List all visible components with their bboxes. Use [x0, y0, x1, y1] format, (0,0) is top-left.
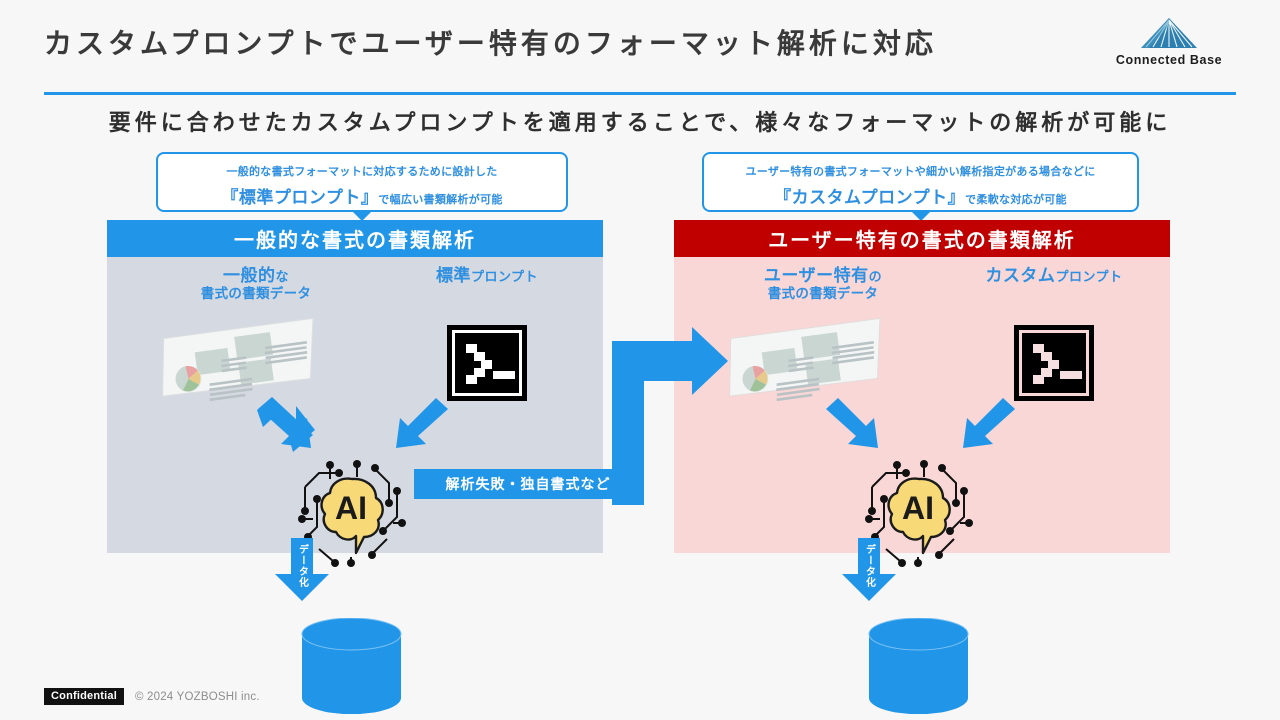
data-conversion-arrow-label-wrap: データ化	[840, 538, 898, 602]
ai-brain-circuit-icon: AI	[865, 460, 973, 567]
panel-left-body: 一般的な 書式の書類データ	[107, 257, 603, 567]
database-cylinder-icon	[301, 618, 402, 714]
title-divider	[44, 92, 1236, 95]
ai-brain-label: AI	[902, 490, 934, 526]
panel-right-prompt-label-big: カスタムプロンプト	[985, 266, 1123, 285]
panel-right-prompt-label: カスタムプロンプト	[964, 265, 1144, 286]
callout-left-line1: 一般的な書式フォーマットに対応するために設計した	[226, 166, 498, 178]
callout-left-pointer	[351, 210, 373, 221]
panel-left-prompt-label-big: 標準プロンプト	[435, 266, 539, 285]
panel-custom-parsing: ユーザー特有の書式の書類解析 ユーザー特有の 書式の書類データ	[674, 220, 1170, 714]
failover-elbow-arrow	[612, 327, 728, 505]
data-conversion-arrow-label: データ化	[296, 544, 308, 588]
terminal-prompt-icon	[1014, 325, 1094, 401]
panel-left-doc-label: 一般的な 書式の書類データ	[151, 265, 361, 303]
panel-left-prompt-label: 標準プロンプト	[397, 265, 577, 286]
brand-logo: Connected Base	[1094, 14, 1244, 67]
panel-standard-parsing: 一般的な書式の書類解析 一般的な 書式の書類データ	[107, 220, 603, 714]
callout-left-strong: 『標準プロンプト』	[221, 188, 379, 207]
ai-brain-circuit-icon: AI	[298, 460, 406, 567]
subtitle: 要件に合わせたカスタムプロンプトを適用することで、様々なフォーマットの解析が可能…	[108, 110, 1172, 135]
callout-right-line2: 『カスタムプロンプト』で柔軟な対応が可能	[704, 183, 1137, 208]
panel-left-doc-label-sub: 書式の書類データ	[200, 286, 312, 302]
arrow-prompt-to-ai	[963, 398, 1015, 448]
tilted-document-icon	[162, 317, 314, 402]
panel-left-doc-label-big: 一般的な	[222, 266, 289, 285]
callout-standard-prompt: 一般的な書式フォーマットに対応するために設計した 『標準プロンプト』で幅広い書類…	[156, 152, 568, 221]
callout-right-pointer	[909, 210, 932, 221]
panel-right-header: ユーザー特有の書式の書類解析	[674, 220, 1170, 257]
connected-base-triangle-logo-icon	[1141, 18, 1197, 48]
ai-brain-label: AI	[335, 490, 367, 526]
data-conversion-arrow	[275, 538, 329, 601]
callout-custom-prompt: ユーザー特有の書式フォーマットや細かい解析指定がある場合などに 『カスタムプロン…	[702, 152, 1139, 221]
panel-right-doc-label-big: ユーザー特有の	[763, 266, 883, 285]
page-title: カスタムプロンプトでユーザー特有のフォーマット解析に対応	[44, 28, 937, 59]
arrow-doc-to-ai	[826, 398, 878, 448]
callout-right-tail: で柔軟な対応が可能	[965, 194, 1067, 206]
panel-left-header: 一般的な書式の書類解析	[107, 220, 603, 257]
panel-right-doc-label: ユーザー特有の 書式の書類データ	[698, 265, 948, 303]
data-conversion-arrow-label-wrap: データ化	[273, 538, 331, 602]
data-conversion-arrow	[842, 538, 896, 601]
database-cylinder-icon	[868, 618, 969, 714]
tilted-document-icon	[729, 317, 881, 402]
callout-left-line2: 『標準プロンプト』で幅広い書類解析が可能	[158, 183, 566, 208]
copyright-text: © 2024 YOZBOSHI inc.	[134, 690, 260, 703]
data-conversion-arrow-label: データ化	[863, 544, 875, 588]
callout-right-line1: ユーザー特有の書式フォーマットや細かい解析指定がある場合などに	[745, 166, 1096, 178]
brand-logo-text: Connected Base	[1115, 53, 1223, 67]
failure-note-banner: 解析失敗・独自書式など	[414, 469, 642, 499]
footer: Confidential © 2024 YOZBOSHI inc.	[44, 688, 260, 705]
arrow-doc-to-ai	[257, 397, 315, 452]
panel-right-body: ユーザー特有の 書式の書類データ	[674, 257, 1170, 567]
arrow-prompt-to-ai	[396, 398, 448, 448]
terminal-prompt-icon	[447, 325, 527, 401]
callout-right-strong: 『カスタムプロンプト』	[774, 188, 966, 207]
callout-left-tail: で幅広い書類解析が可能	[378, 194, 503, 206]
confidential-badge: Confidential	[44, 688, 124, 705]
panel-right-doc-label-sub: 書式の書類データ	[767, 286, 879, 302]
